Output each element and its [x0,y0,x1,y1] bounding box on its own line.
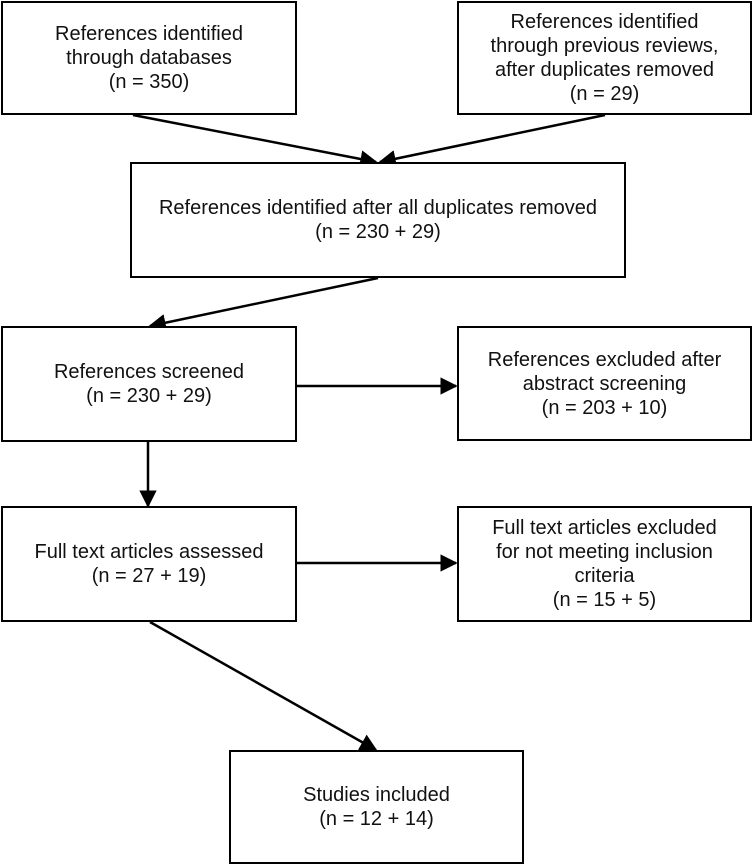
screened-line-1: References screened [53,361,245,383]
included-line-2: (n = 12 + 14) [319,808,434,830]
screened-line-2: (n = 230 + 29) [86,385,212,407]
databases-line-1: References identified [55,23,243,45]
included-line-1: Studies included [303,784,450,806]
databases-line-3: (n = 350) [108,71,190,93]
arrow-reviews-to-duplicates [378,113,606,168]
assessed-line-1: Full text articles assessed [34,541,264,563]
assessed-line-2: (n = 27 + 19) [91,565,207,587]
reviews-line-4: (n = 29) [569,83,640,105]
fulltext-excluded-line-2: for not meeting inclusion [496,541,713,563]
box-studies-included: Studies included (n = 12 + 14) [229,750,524,864]
reviews-line-3: after duplicates removed [494,59,714,81]
box-references-screened: References screened (n = 230 + 29) [1,326,297,442]
fulltext-excluded-line-4: (n = 15 + 5) [552,589,657,611]
excluded-abstract-line-1: References excluded after [487,348,722,371]
box-full-text-assessed: Full text articles assessed (n = 27 + 19… [1,506,297,622]
box-identified-previous-reviews: References identified through previous r… [457,1,752,115]
box-after-duplicates: References identified after all duplicat… [130,162,626,278]
arrow-duplicates-to-screened [148,276,379,332]
reviews-line-2: through previous reviews, [490,35,719,57]
duplicates-line-1: References identified after all duplicat… [158,197,598,219]
box-excluded-abstract: References excluded after abstract scree… [457,326,752,441]
fulltext-excluded-line-1: Full text articles excluded [492,517,717,539]
box-full-text-excluded: Full text articles excluded for not meet… [457,506,752,622]
arrow-fulltext-to-included [149,620,378,752]
box-identified-databases: References identified through databases … [1,1,297,115]
duplicates-line-2: (n = 230 + 29) [315,221,441,243]
excluded-abstract-line-2: abstract screening [522,372,687,395]
databases-line-2: through databases [66,47,232,69]
arrow-databases-to-duplicates [132,113,378,168]
excluded-abstract-line-3: (n = 203 + 10) [541,396,668,419]
fulltext-excluded-line-3: criteria [574,565,635,587]
reviews-line-1: References identified [510,11,699,33]
